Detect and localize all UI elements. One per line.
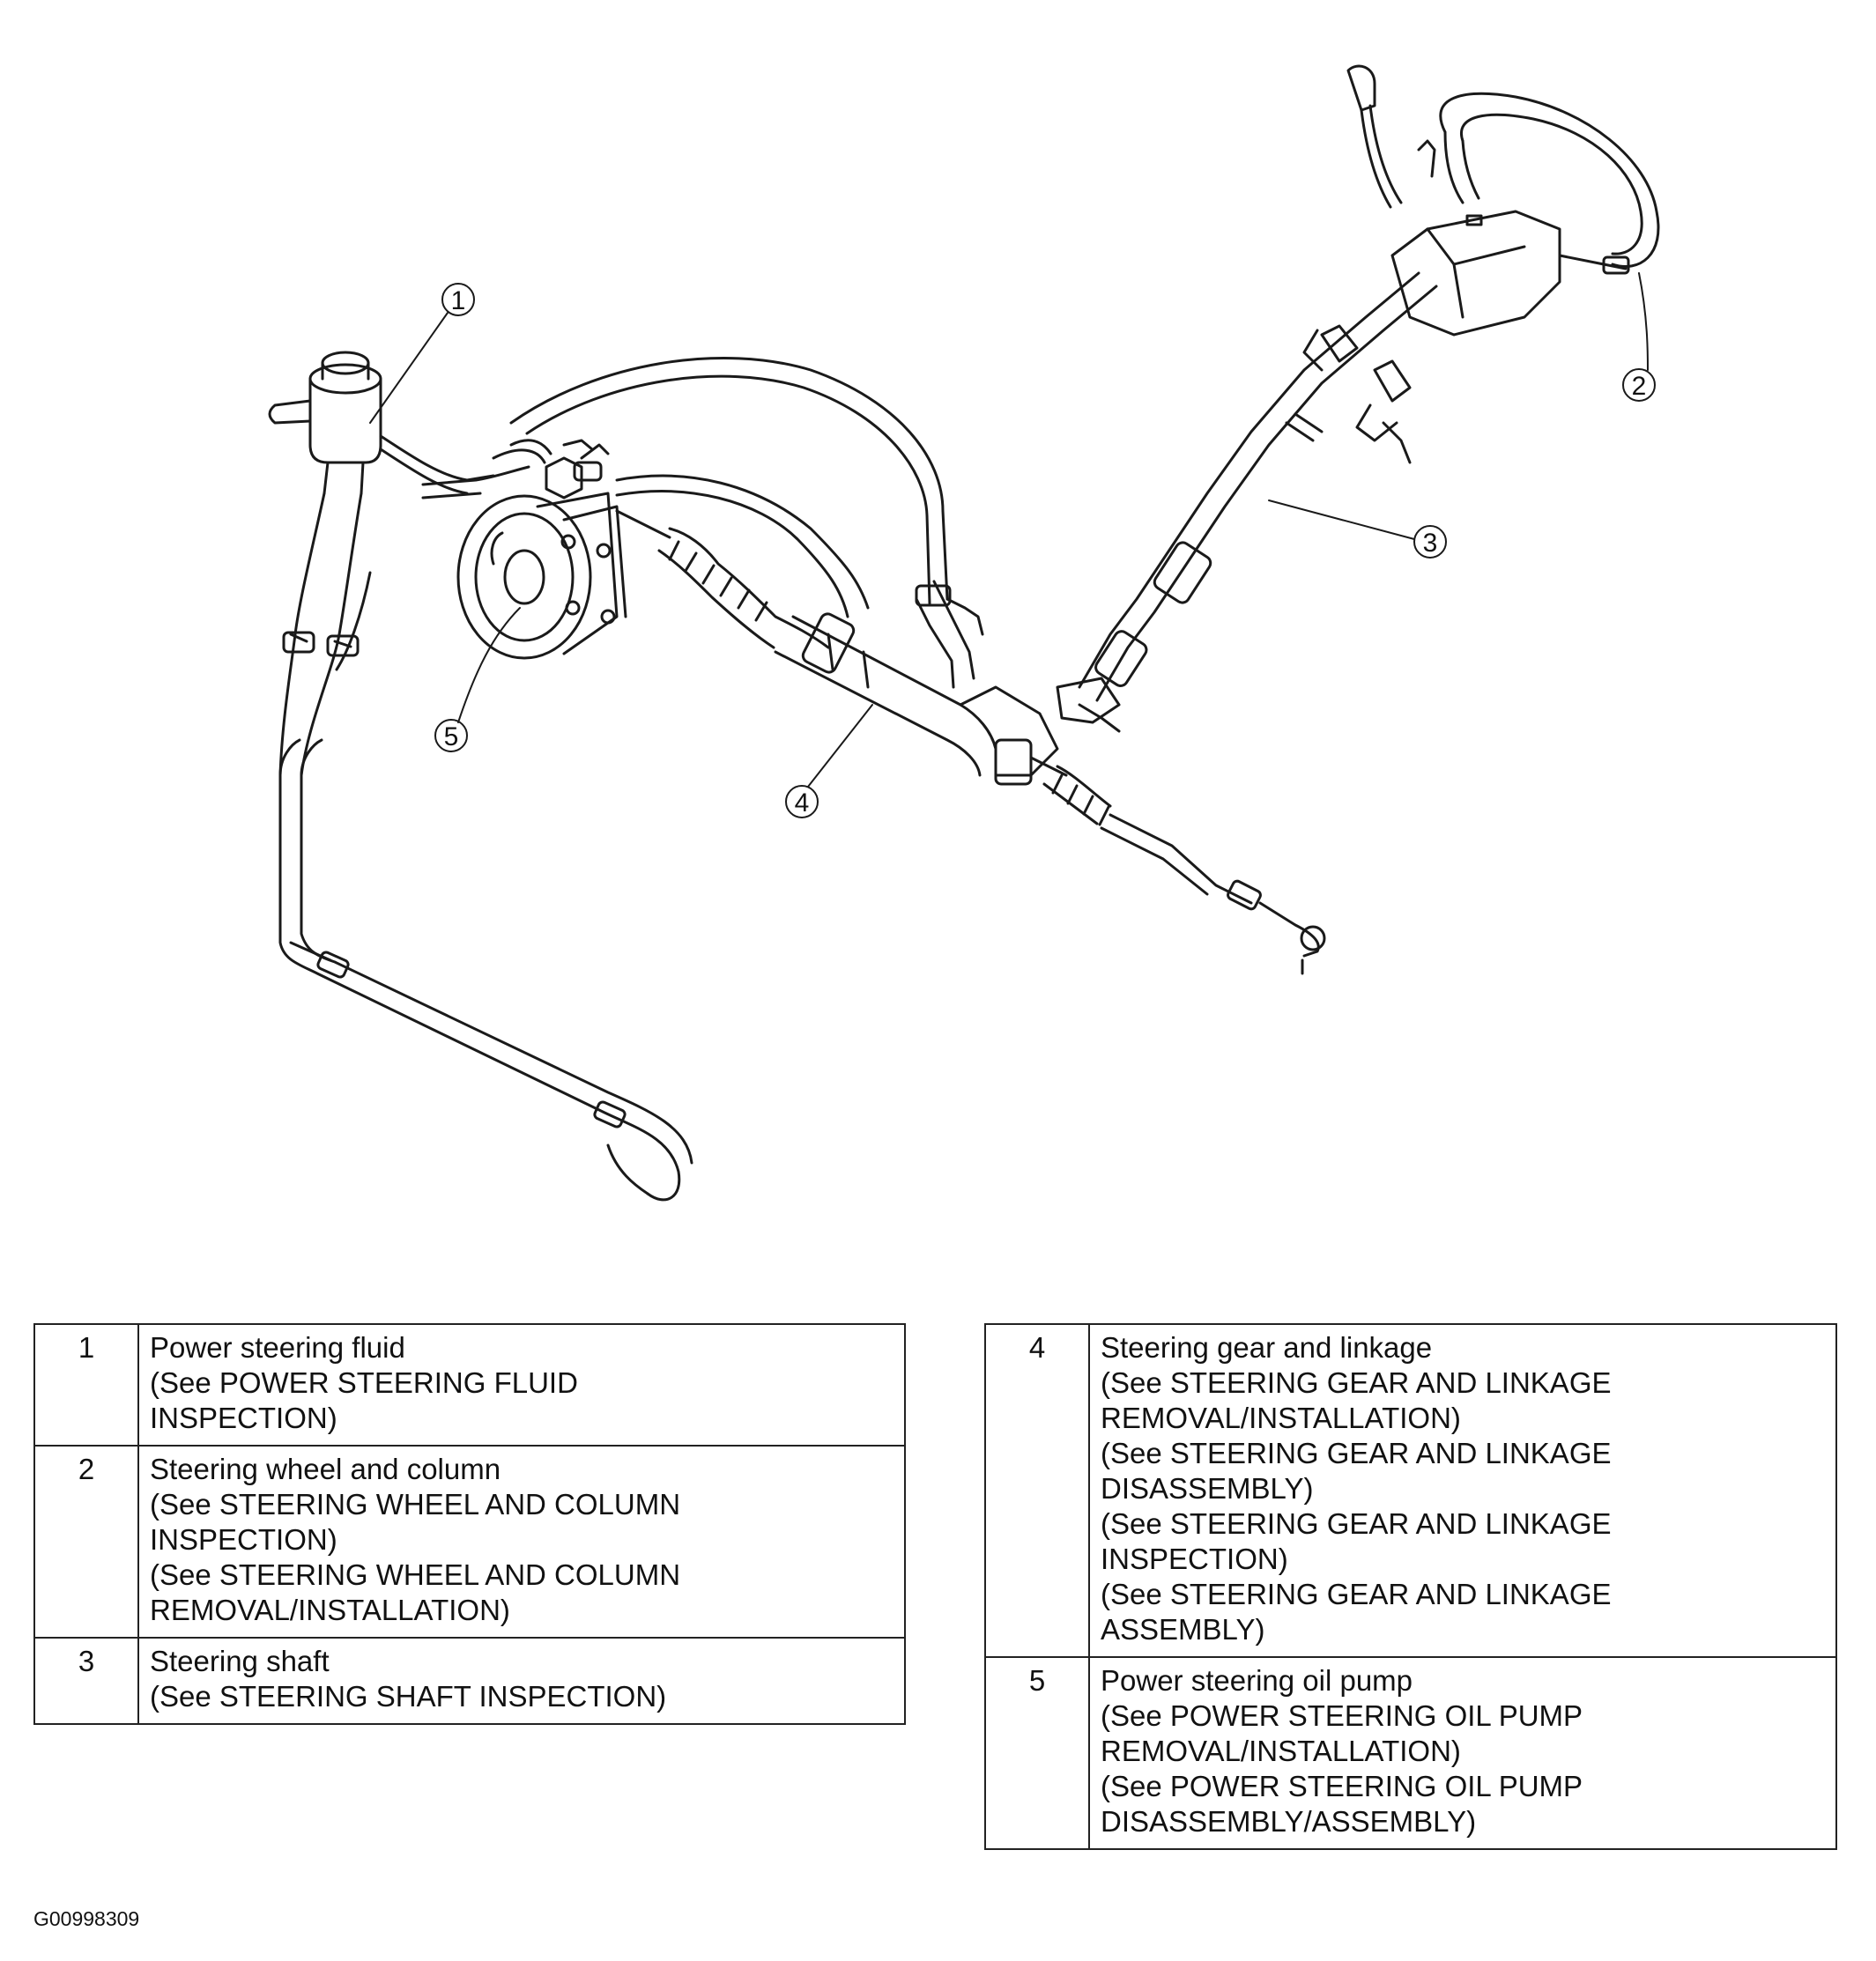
legend-description-line: INSPECTION)	[150, 1402, 337, 1434]
legend-description-line: (See POWER STEERING OIL PUMP	[1101, 1770, 1583, 1802]
callout-1-label: 1	[451, 286, 466, 315]
legend-description-line: (See STEERING GEAR AND LINKAGE	[1101, 1507, 1612, 1540]
legend-item-description: Steering shaft(See STEERING SHAFT INSPEC…	[137, 1637, 906, 1725]
oil-pump	[456, 443, 627, 660]
legend-description-line: REMOVAL/INSTALLATION)	[1101, 1402, 1461, 1434]
legend-item-number: 4	[984, 1323, 1090, 1658]
legend-description-line: (See POWER STEERING OIL PUMP	[1101, 1699, 1583, 1732]
steering-shaft	[1056, 271, 1438, 733]
figure-code: G00998309	[33, 1907, 140, 1930]
callout-3: 3	[1413, 525, 1447, 559]
leader-line-5	[457, 607, 521, 723]
legend-item-description: Power steering fluid(See POWER STEERING …	[137, 1323, 906, 1447]
legend-description-line: INSPECTION)	[1101, 1543, 1288, 1575]
callout-2: 2	[1622, 368, 1656, 402]
feed-hose	[379, 434, 530, 500]
legend-description-line: ASSEMBLY)	[1101, 1613, 1265, 1646]
callout-5: 5	[434, 719, 468, 752]
legend-item-number: 2	[33, 1445, 139, 1639]
callout-3-label: 3	[1423, 529, 1438, 558]
steering-system-diagram: 1 2 3 4 5	[268, 64, 1660, 1202]
legend-item-description: Steering gear and linkage(See STEERING G…	[1088, 1323, 1837, 1658]
column-brackets	[1302, 324, 1412, 464]
legend-description-line: Power steering oil pump	[1101, 1664, 1413, 1697]
legend-description-line: (See STEERING GEAR AND LINKAGE	[1101, 1366, 1612, 1399]
legend-description-line: Power steering fluid	[150, 1331, 405, 1364]
callout-5-label: 5	[444, 722, 459, 751]
return-hose-lines	[278, 492, 693, 1202]
legend-item-number: 1	[33, 1323, 139, 1447]
legend-item-number: 5	[984, 1656, 1090, 1850]
steering-gear	[615, 509, 1326, 975]
legend-description-line: DISASSEMBLY/ASSEMBLY)	[1101, 1805, 1477, 1838]
pressure-hoses	[492, 357, 984, 636]
leader-line-4	[807, 704, 873, 788]
legend-description-line: Steering shaft	[150, 1645, 330, 1677]
callout-2-label: 2	[1632, 372, 1647, 401]
leader-line-1	[369, 312, 449, 424]
legend-description-line: (See STEERING GEAR AND LINKAGE	[1101, 1578, 1612, 1610]
legend-description-line: (See POWER STEERING FLUID	[150, 1366, 578, 1399]
callout-4-label: 4	[795, 788, 810, 818]
callout-1: 1	[441, 283, 475, 316]
leader-line-2	[1638, 272, 1649, 371]
fluid-reservoir	[268, 351, 382, 495]
leader-line-3	[1268, 500, 1415, 540]
legend-description-line: (See STEERING GEAR AND LINKAGE	[1101, 1437, 1612, 1469]
legend-description-line: REMOVAL/INSTALLATION)	[1101, 1735, 1461, 1767]
legend-description-line: (See STEERING WHEEL AND COLUMN	[150, 1488, 681, 1521]
legend-description-line: DISASSEMBLY)	[1101, 1472, 1314, 1505]
legend-item-number: 3	[33, 1637, 139, 1725]
leader-lines	[369, 272, 1649, 788]
legend-description-line: Steering gear and linkage	[1101, 1331, 1433, 1364]
callout-4: 4	[785, 785, 819, 818]
legend-description-line: Steering wheel and column	[150, 1453, 501, 1485]
steering-wheel-column	[1346, 64, 1660, 337]
legend-item-description: Power steering oil pump(See POWER STEERI…	[1088, 1656, 1837, 1850]
legend-description-line: (See STEERING WHEEL AND COLUMN	[150, 1558, 681, 1591]
legend-item-description: Steering wheel and column(See STEERING W…	[137, 1445, 906, 1639]
legend-description-line: REMOVAL/INSTALLATION)	[150, 1594, 510, 1626]
legend-description-line: (See STEERING SHAFT INSPECTION)	[150, 1680, 667, 1713]
legend-description-line: INSPECTION)	[150, 1523, 337, 1556]
